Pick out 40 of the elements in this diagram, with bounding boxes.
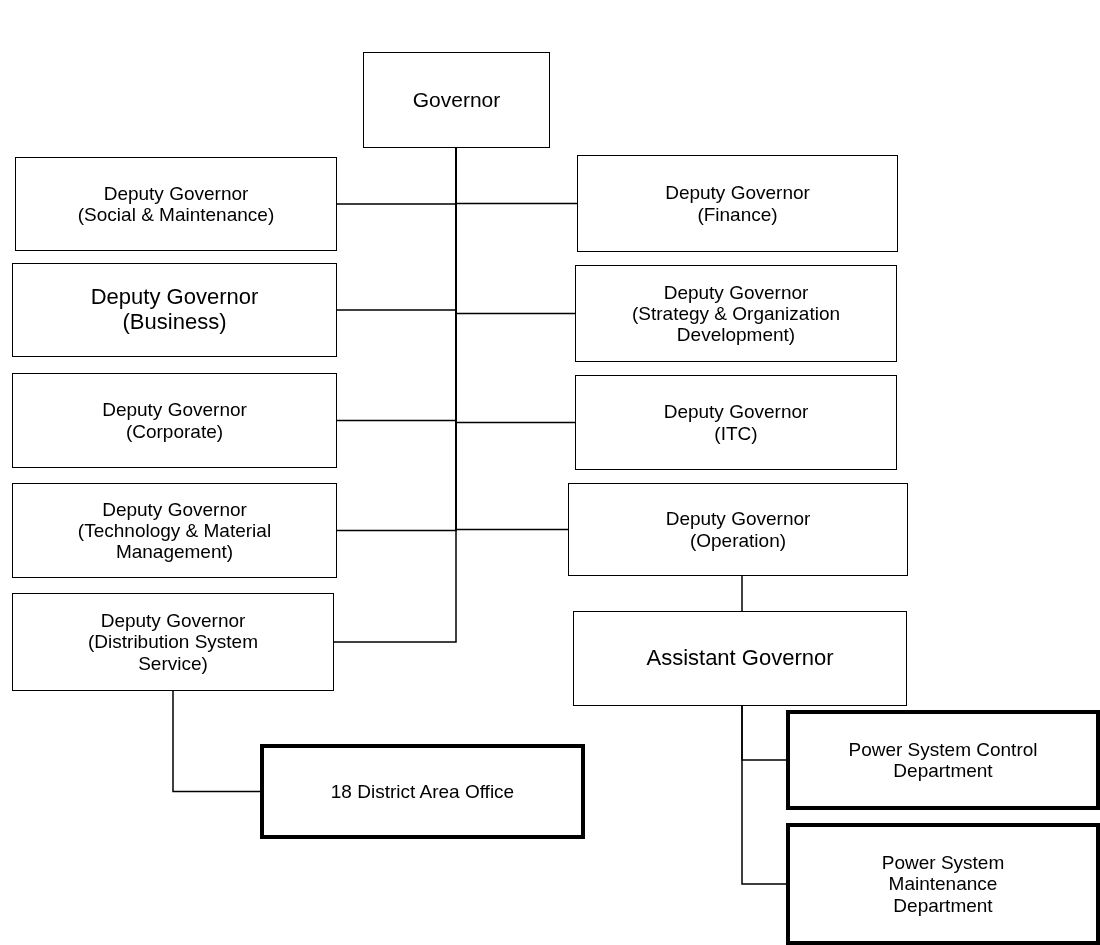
- org-box: [12, 373, 337, 468]
- org-box: [786, 710, 1100, 810]
- org-box: [12, 593, 334, 691]
- role-title: (Finance): [697, 203, 778, 225]
- role-title: (ITC): [714, 422, 758, 444]
- role-title: Power System Control Department: [847, 738, 1039, 782]
- role-title: (Business): [122, 310, 227, 335]
- role-title: Deputy Governor: [665, 182, 810, 204]
- role-title: (Operation): [689, 529, 787, 551]
- role-title: Assistant Governor: [646, 646, 834, 671]
- org-box: [575, 375, 897, 470]
- role-title: Deputy Governor: [100, 610, 246, 632]
- role-title: Deputy Governor: [103, 182, 249, 204]
- connector-line: [172, 690, 261, 793]
- role-title: 18 District Area Office: [330, 780, 515, 803]
- role-title: (Technology & Material Management): [76, 519, 273, 563]
- connector-line: [741, 705, 787, 885]
- role-title: Deputy Governor: [663, 281, 809, 303]
- role-title: (Strategy & Organization Development): [630, 302, 841, 346]
- role-title: Deputy Governor: [665, 508, 811, 530]
- role-title: (Corporate): [125, 420, 224, 442]
- role-title: Deputy Governor: [663, 401, 809, 423]
- org-box: [575, 265, 897, 362]
- role-title: Power System Maintenance Department: [880, 852, 1006, 916]
- org-box: [260, 744, 585, 839]
- org-box: [363, 52, 550, 148]
- org-box: [577, 155, 898, 252]
- org-box: [786, 823, 1100, 945]
- role-title: (Social & Maintenance): [77, 204, 275, 226]
- role-title: Deputy Governor: [102, 399, 247, 421]
- role-title: Deputy Governor: [90, 285, 259, 310]
- role-title: Governor: [412, 88, 501, 112]
- role-title: Deputy Governor: [102, 498, 247, 520]
- org-box: [15, 157, 337, 251]
- role-title: (Distribution System Service): [87, 631, 259, 674]
- org-box: [12, 483, 337, 578]
- connector-line: [741, 575, 743, 612]
- org-box: [568, 483, 908, 576]
- org-box: [573, 611, 907, 706]
- org-box: [12, 263, 337, 357]
